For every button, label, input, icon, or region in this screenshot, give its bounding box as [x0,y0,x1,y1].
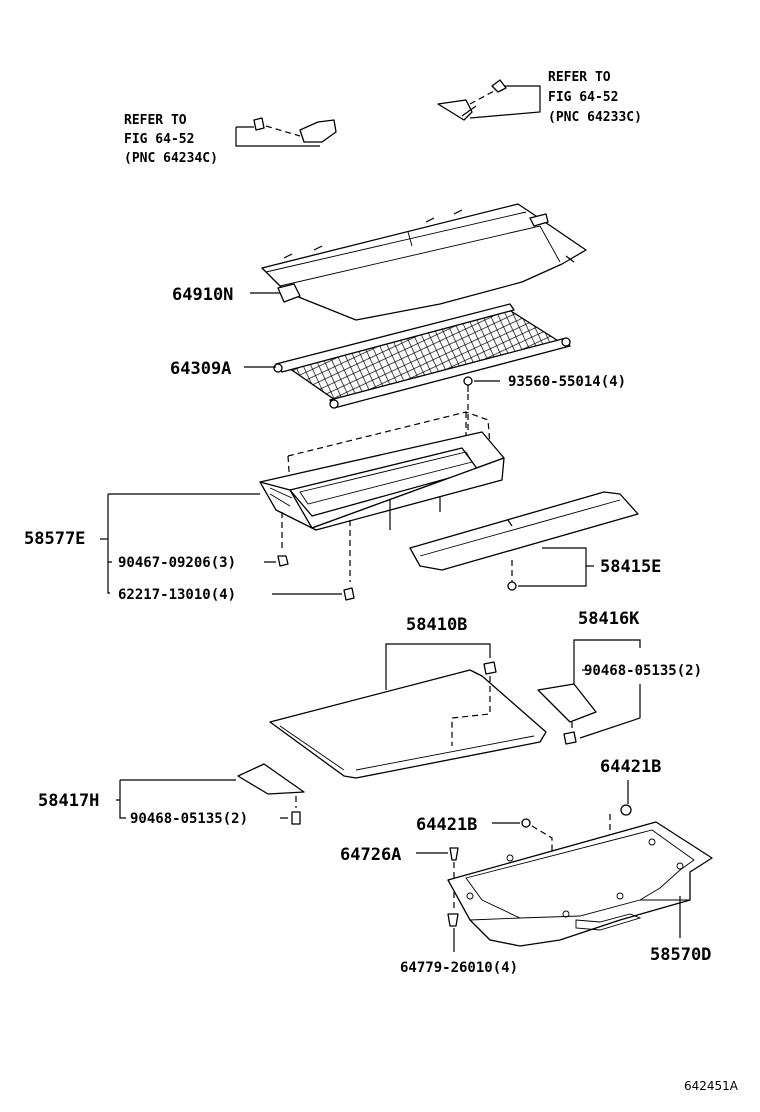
label-58570d: 58570D [650,945,711,965]
clip-90468b-icon [291,811,301,825]
label-62217: 62217-13010(4) [118,587,236,603]
clip-62217-icon [343,587,355,601]
label-64910n: 64910N [172,285,233,305]
clip-90467-icon [277,555,289,567]
ref-right-line3: (PNC 64233C) [548,110,642,125]
label-58416k: 58416K [578,609,640,629]
clip-64726a-icon [449,847,459,861]
label-64309a: 64309A [170,359,231,379]
ref-left-line3: (PNC 64234C) [124,151,218,166]
ref-right-line1: REFER TO [548,70,611,85]
label-64421b-a: 64421B [600,757,661,777]
ref-leader-left [235,126,320,147]
drawing-code: 642451A [684,1079,739,1093]
ref-part-64233c [437,79,507,121]
leader-58415e [518,547,594,587]
label-90468b: 90468-05135(2) [130,811,248,827]
label-58410b: 58410B [406,615,467,635]
deck-box-58577e [259,411,505,531]
side-cover-58416k [537,683,597,723]
board-58415e [409,491,639,571]
leader-90468a-line [579,684,641,739]
tonneau-cover-64910n [261,203,587,321]
dash-58577e [281,512,351,582]
leader-58577e [107,493,342,595]
label-64421b-b: 64421B [416,815,477,835]
leader-58416k [573,639,641,700]
label-58415e: 58415E [600,557,661,577]
label-90467: 90467-09206(3) [118,555,236,571]
ref-part-64234c [253,117,337,143]
side-cover-58417h [237,763,305,795]
label-90468a: 90468-05135(2) [584,663,702,679]
clip-58415e-icon [507,581,517,591]
leader-58410b [385,643,491,690]
ref-leader-right [469,85,541,119]
clip-90468a-icon [563,731,577,745]
label-64726a: 64726A [340,845,401,865]
dash-58410b [451,676,491,746]
label-58417h: 58417H [38,791,99,811]
clip-64779-icon [447,913,459,927]
leader-58417h [116,779,288,819]
ref-left-line1: REFER TO [124,113,187,128]
bolt-93560-icon [463,376,473,392]
cargo-net-64309a [273,303,571,409]
clip-58410b-icon [483,661,497,675]
label-93560: 93560-55014(4) [508,374,626,390]
clip-64421b-a-icon [620,804,632,816]
label-58577e: 58577E [24,529,85,549]
deck-board-58410b [269,669,547,779]
clip-64421b-b-icon [521,818,531,828]
tray-58570d [447,821,713,947]
ref-left-line2: FIG 64-52 [124,132,194,147]
ref-right-line2: FIG 64-52 [548,90,618,105]
label-64779: 64779-26010(4) [400,960,518,976]
